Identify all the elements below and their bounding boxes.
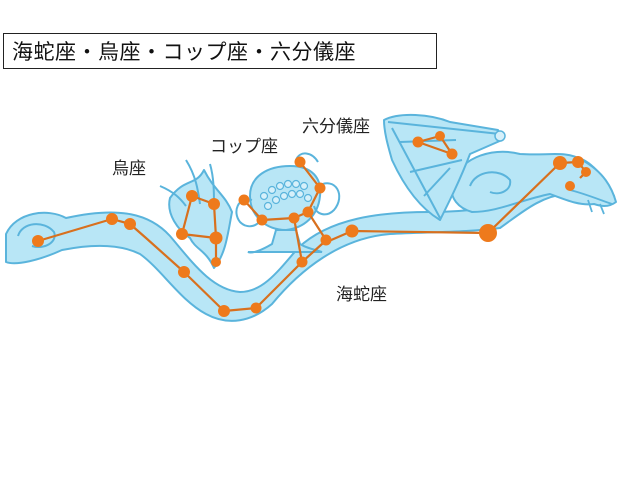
star	[302, 206, 314, 218]
label-corvus: 烏座	[112, 159, 146, 179]
star	[208, 198, 220, 210]
sextant-arms	[387, 121, 501, 219]
hydra-mouth	[569, 189, 613, 215]
hydra-tail-curl	[17, 223, 56, 248]
star	[288, 212, 300, 224]
star	[218, 305, 230, 317]
star	[572, 156, 584, 168]
star	[565, 181, 575, 191]
star	[581, 167, 591, 177]
star	[186, 190, 198, 202]
star	[296, 256, 308, 268]
star	[106, 213, 118, 225]
hydra-head-curl	[469, 171, 512, 195]
star	[314, 182, 326, 194]
star	[412, 136, 424, 148]
cup-beads	[259, 179, 313, 211]
star	[209, 231, 223, 245]
star	[176, 228, 188, 240]
title-box: 海蛇座・烏座・コップ座・六分儀座	[3, 33, 437, 69]
sextans-line	[417, 134, 454, 156]
label-sextans: 六分儀座	[302, 117, 370, 137]
sextant-knob	[494, 130, 506, 142]
star	[345, 224, 359, 238]
star	[553, 156, 567, 170]
star	[238, 194, 250, 206]
star	[446, 148, 458, 160]
star	[256, 214, 268, 226]
star	[435, 131, 445, 141]
cup-handle-right	[313, 182, 341, 216]
star	[178, 266, 190, 278]
star	[250, 302, 262, 314]
star	[320, 234, 332, 246]
crater-line-2	[292, 217, 304, 263]
star	[124, 218, 136, 230]
title: 海蛇座・烏座・コップ座・六分儀座	[12, 40, 356, 64]
crater-line-3	[307, 211, 327, 241]
star	[294, 156, 306, 168]
label-hydra: 海蛇座	[336, 285, 387, 305]
label-crater: コップ座	[210, 137, 278, 157]
star	[211, 257, 221, 267]
star	[479, 224, 497, 242]
cup-foot	[247, 229, 323, 254]
star	[32, 235, 44, 247]
stars	[32, 131, 591, 317]
